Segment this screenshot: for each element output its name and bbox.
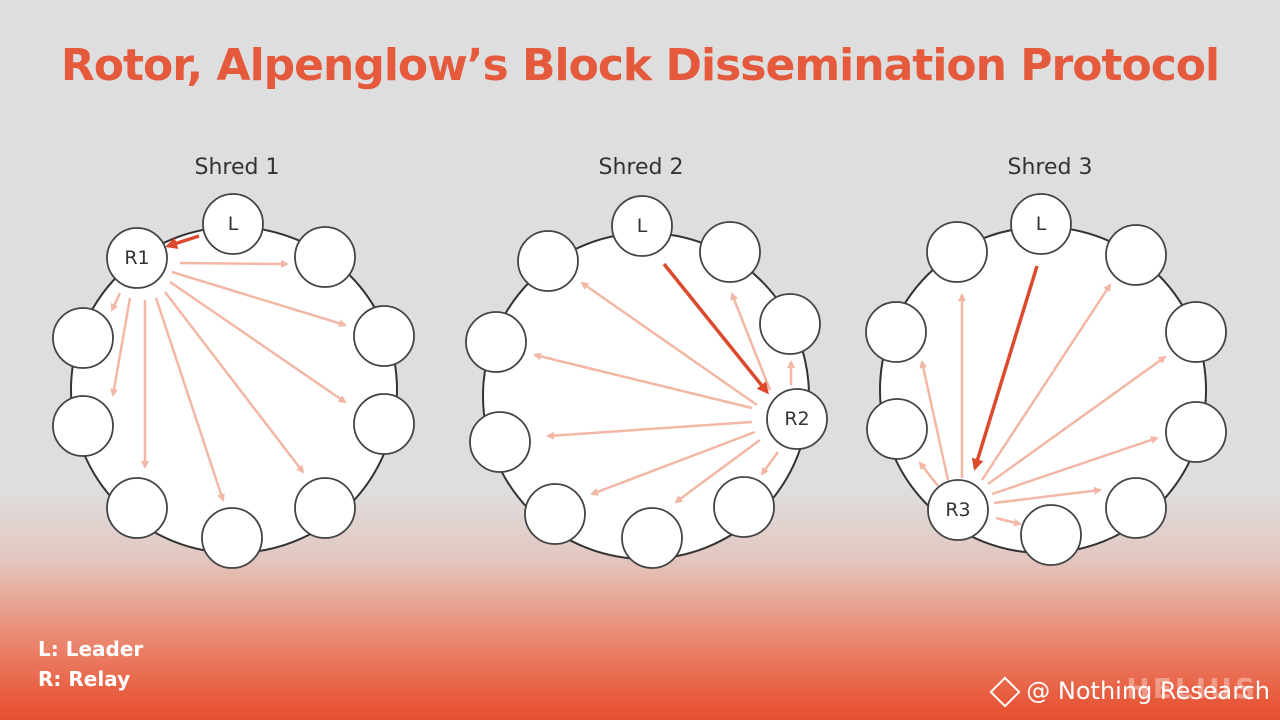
watermark: @ Nothing Research — [989, 676, 1270, 708]
relay-arrow — [110, 297, 132, 397]
leader-arrow — [662, 262, 769, 395]
node — [517, 230, 579, 292]
relay-arrow — [110, 292, 122, 312]
leader-label: L — [228, 213, 239, 235]
relay-label: R1 — [124, 247, 149, 269]
relay-arrow — [546, 420, 753, 440]
leader-arrow — [971, 265, 1039, 471]
node — [353, 305, 415, 367]
leader-node — [202, 193, 264, 255]
relay-arrow — [980, 283, 1112, 481]
relay-arrow — [164, 291, 305, 474]
leader-label: L — [637, 215, 648, 237]
relay-arrow — [993, 486, 1102, 505]
relay-node — [766, 388, 828, 450]
relay-node — [927, 479, 989, 541]
relay-arrow — [991, 436, 1159, 496]
relay-arrow — [918, 461, 939, 487]
leader-arrow — [165, 234, 200, 249]
relay-arrow — [995, 516, 1022, 527]
leader-node — [611, 195, 673, 257]
node — [201, 507, 263, 569]
node — [465, 311, 527, 373]
shred-2-title: Shred 2 — [598, 155, 684, 180]
node — [469, 411, 531, 473]
node — [106, 477, 168, 539]
brand-logo: HELIUS — [1126, 672, 1258, 705]
relay-arrow — [169, 280, 347, 404]
relay-arrow — [580, 281, 758, 407]
node — [1020, 504, 1082, 566]
node — [713, 476, 775, 538]
node — [353, 393, 415, 455]
relay-label: R3 — [945, 499, 970, 521]
legend-leader: L: Leader — [38, 637, 144, 661]
node — [1165, 301, 1227, 363]
relay-arrow — [730, 292, 772, 391]
shred-1-title: Shred 1 — [194, 155, 280, 180]
node — [926, 221, 988, 283]
relay-arrow — [760, 451, 780, 476]
relay-arrow — [533, 352, 753, 410]
node — [699, 221, 761, 283]
node — [52, 307, 114, 369]
relay-arrow — [171, 270, 347, 328]
node — [759, 293, 821, 355]
shred-2-diagram: L R2 — [465, 195, 828, 569]
relay-arrow — [179, 259, 289, 268]
leader-label: L — [1036, 213, 1047, 235]
watermark-text: @ Nothing Research — [1026, 677, 1270, 705]
node — [52, 395, 114, 457]
node — [294, 477, 356, 539]
shred-1-diagram: L R1 — [52, 193, 415, 569]
node — [865, 301, 927, 363]
page-title: Rotor, Alpenglow’s Block Dissemination P… — [60, 40, 1220, 91]
node — [294, 226, 356, 288]
relay-label: R2 — [784, 408, 809, 430]
relay-arrow — [590, 430, 756, 496]
node — [866, 398, 928, 460]
legend: L: Leader R: Relay — [38, 634, 143, 694]
node — [524, 483, 586, 545]
relay-arrow — [154, 297, 225, 502]
shred-3-title: Shred 3 — [1007, 155, 1093, 180]
node — [1105, 224, 1167, 286]
node — [1165, 401, 1227, 463]
relay-arrow — [987, 355, 1167, 486]
diamond-icon — [989, 676, 1021, 708]
leader-node — [1010, 193, 1072, 255]
shred-3-diagram: L R3 — [865, 193, 1227, 566]
relay-arrow — [674, 438, 761, 504]
relay-node — [106, 227, 168, 289]
legend-relay: R: Relay — [38, 667, 131, 691]
relay-arrow — [919, 360, 950, 481]
node — [1105, 477, 1167, 539]
node — [621, 507, 683, 569]
